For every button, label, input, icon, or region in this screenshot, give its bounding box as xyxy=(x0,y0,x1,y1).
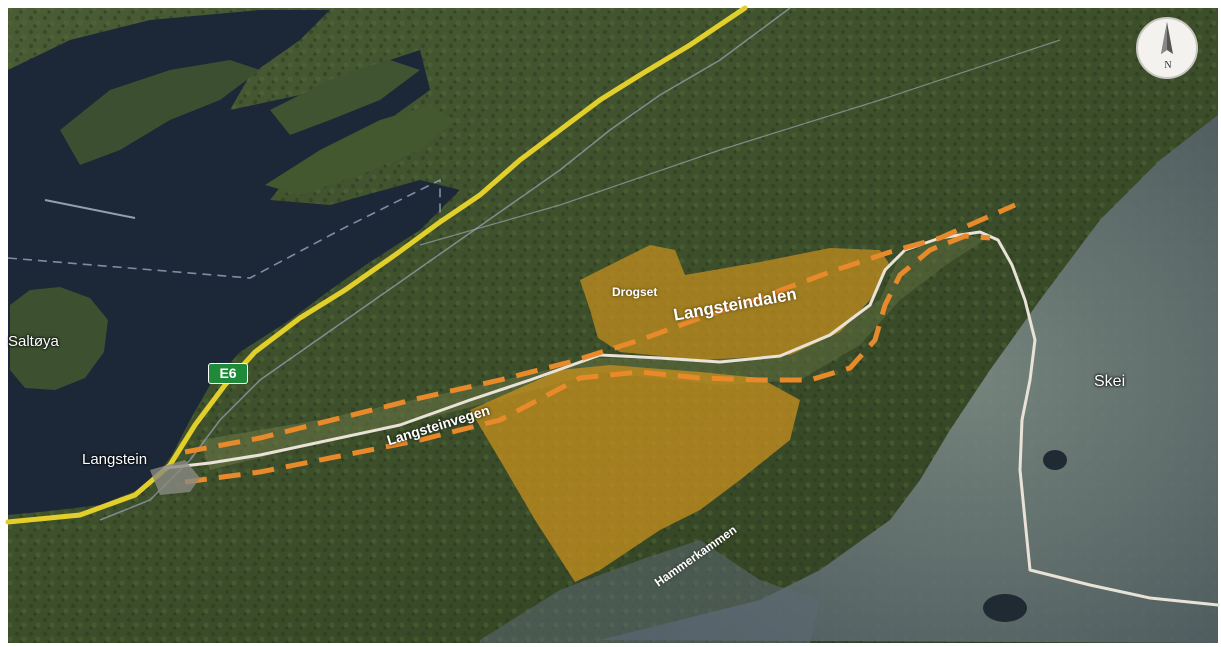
peninsula-east xyxy=(265,105,455,195)
place-label-langstein: Langstein xyxy=(82,451,148,468)
peninsula-north xyxy=(60,60,260,165)
hammerkammen-slope xyxy=(480,540,820,643)
place-label-skei: Skei xyxy=(1094,373,1126,390)
power-line xyxy=(419,39,1061,246)
lake xyxy=(1043,450,1067,470)
e6-road-shield: E6 xyxy=(208,363,248,384)
water-route-line xyxy=(7,178,441,279)
lake xyxy=(983,594,1027,622)
langstein-settlement xyxy=(150,460,200,495)
study-area-south[interactable] xyxy=(470,365,800,582)
skei-farmland xyxy=(600,115,1218,643)
place-label-saltoya: Saltøya xyxy=(8,333,59,350)
saltoya-island xyxy=(10,287,108,390)
place-label-drogset: Drogset xyxy=(612,285,658,299)
compass-north-label: N xyxy=(1164,60,1171,71)
peninsula-middle xyxy=(270,60,420,135)
corridor-outline[interactable] xyxy=(184,202,1017,485)
valley-floor xyxy=(200,232,985,470)
north-compass-icon: N xyxy=(1136,17,1198,79)
boat-wake xyxy=(44,199,136,219)
